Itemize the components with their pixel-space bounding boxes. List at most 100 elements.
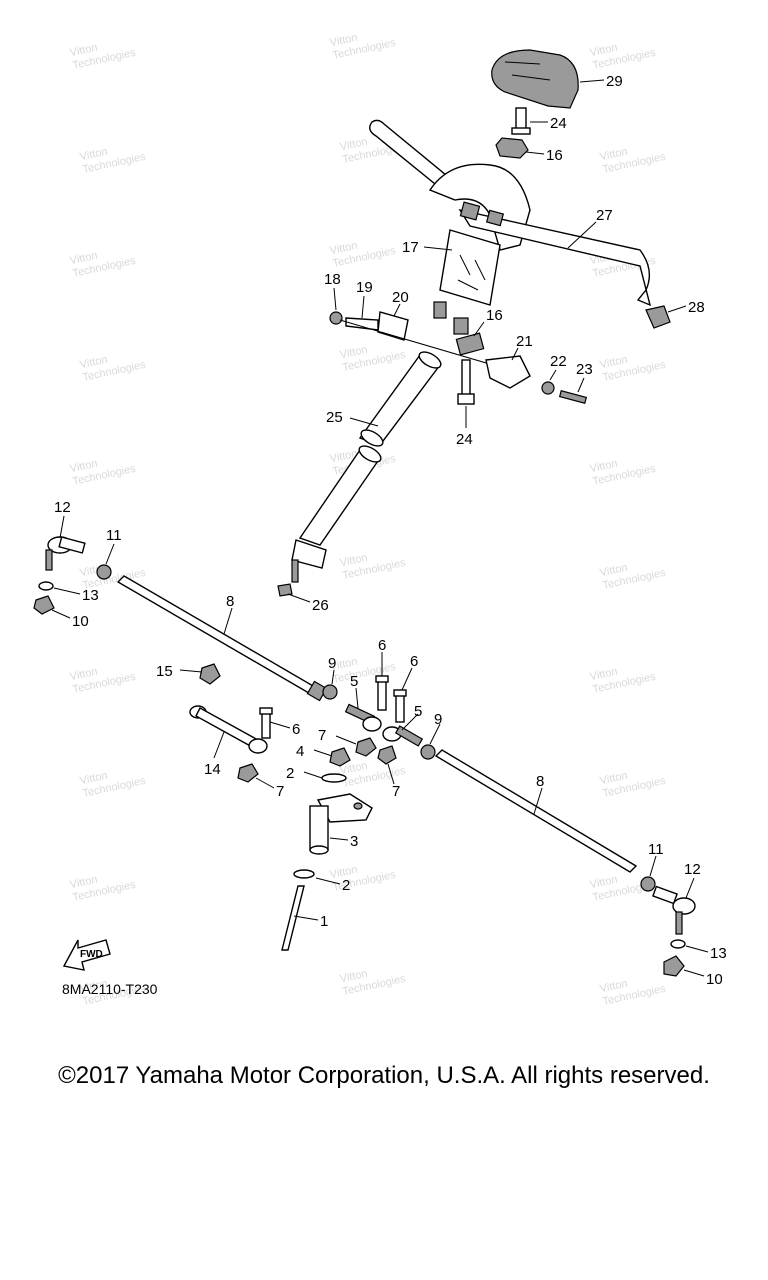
watermark-text: Vitton	[79, 978, 109, 996]
part-label: 6	[292, 721, 300, 738]
bolt-6-a	[375, 675, 389, 711]
nut-7-c	[237, 763, 259, 783]
watermark-text: Vitton	[599, 562, 629, 580]
nut-9-right	[420, 744, 436, 760]
part-label: 26	[312, 597, 329, 614]
part-label: 6	[378, 637, 386, 654]
screw-23	[558, 390, 588, 404]
watermark-text: Vitton	[69, 874, 99, 892]
bolt-6-c	[259, 707, 273, 739]
watermark-text: Vitton	[599, 146, 629, 164]
drag-link-14	[189, 705, 268, 754]
tie-rod-end-12-left	[45, 536, 86, 571]
bolt-24-top	[511, 107, 531, 135]
svg-text:FWD: FWD	[80, 949, 103, 960]
nut-9-left	[322, 684, 338, 700]
watermark-text: Vitton	[339, 968, 369, 986]
part-label: 6	[410, 653, 418, 670]
link-19	[345, 317, 379, 331]
bolt-6-b	[393, 689, 407, 723]
part-label: 24	[550, 115, 567, 132]
part-label: 5	[414, 703, 422, 720]
washer-13-right	[670, 939, 686, 949]
collar-left	[433, 301, 447, 319]
watermark-text: Vitton	[339, 760, 369, 778]
watermark-text: Vitton	[79, 354, 109, 372]
watermark-text: Vitton	[339, 552, 369, 570]
part-label: 21	[516, 333, 533, 350]
watermark-text: Vitton	[69, 42, 99, 60]
nut-11-left	[96, 564, 112, 580]
watermark-text: Vitton	[69, 250, 99, 268]
nut-10-right	[663, 955, 685, 977]
nut-18	[329, 311, 343, 325]
tie-rod-end-12-right	[652, 885, 696, 935]
nut-10-left	[33, 595, 55, 615]
part-label: 9	[328, 655, 336, 672]
watermark-text: Vitton	[589, 666, 619, 684]
part-label: 11	[648, 841, 664, 858]
part-label: 7	[392, 783, 400, 800]
nut-7-a	[355, 737, 377, 757]
bolt-1	[281, 885, 305, 951]
part-label: 20	[392, 289, 409, 306]
handlebar-pad	[491, 49, 579, 109]
clamp-16-top	[495, 137, 529, 159]
nut-15	[199, 663, 221, 685]
watermark-text: Vitton	[589, 42, 619, 60]
reference-code: 8MA2110-T230	[62, 981, 158, 997]
watermark-text: Vitton	[339, 344, 369, 362]
fwd-arrow-icon: FWD	[62, 939, 111, 971]
collar-right	[453, 317, 469, 335]
part-label: 25	[326, 409, 343, 426]
part-label: 13	[82, 587, 99, 604]
part-label: 11	[106, 527, 122, 544]
nut-7-b	[377, 745, 397, 765]
watermark-text: Vitton	[329, 864, 359, 882]
leader-axis-20	[339, 319, 511, 371]
bolt-24-lower	[457, 359, 475, 405]
watermark-text: Vitton	[329, 32, 359, 50]
watermark-text: Vitton	[599, 354, 629, 372]
part-label: 2	[286, 765, 294, 782]
watermark-text: Vitton	[589, 874, 619, 892]
part-label: 2	[342, 877, 350, 894]
part-label: 10	[706, 971, 723, 988]
part-label: 12	[54, 499, 71, 516]
part-label: 5	[350, 673, 358, 690]
watermark-text: Vitton	[79, 146, 109, 164]
rod-end-5-right	[382, 725, 424, 747]
pitman-arm-4	[309, 793, 373, 855]
part-label: 17	[402, 239, 419, 256]
watermark-text: Vitton	[79, 770, 109, 788]
part-label: 8	[226, 593, 234, 610]
nut-11-right	[640, 876, 656, 892]
bracket-21	[485, 355, 531, 389]
watermark-text: Vitton	[599, 978, 629, 996]
part-label: 16	[486, 307, 503, 324]
bar-end-28	[645, 305, 671, 329]
part-label: 22	[550, 353, 567, 370]
part-label: 7	[318, 727, 326, 744]
nut-3	[329, 747, 351, 767]
part-label: 4	[296, 743, 304, 760]
part-label: 29	[606, 73, 623, 90]
tie-rod-8-right	[434, 749, 638, 873]
part-label: 1	[320, 913, 328, 930]
washer-13-left	[38, 581, 54, 591]
part-label: 15	[156, 663, 173, 680]
part-label: 27	[596, 207, 613, 224]
part-label: 10	[72, 613, 89, 630]
part-label: 18	[324, 271, 341, 288]
part-label: 24	[456, 431, 473, 448]
watermark-text: Vitton	[599, 770, 629, 788]
part-label: 16	[546, 147, 563, 164]
watermark-text: Vitton	[329, 448, 359, 466]
part-label: 13	[710, 945, 727, 962]
part-label: 19	[356, 279, 373, 296]
watermark-text: Vitton	[69, 666, 99, 684]
part-label: 12	[684, 861, 701, 878]
part-label: 14	[204, 761, 221, 778]
